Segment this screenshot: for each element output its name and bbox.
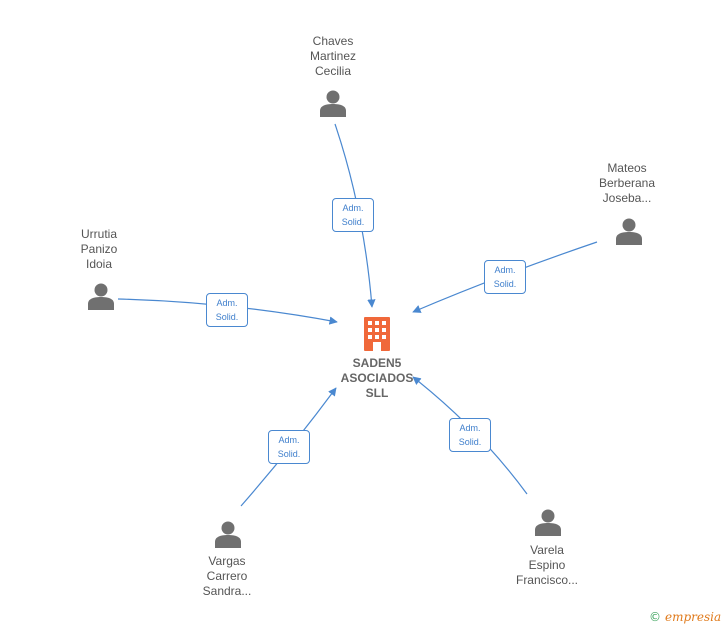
edge-label-line: Solid. [215,312,239,322]
company-name-line-2: ASOCIADOS [340,371,414,385]
person-varela-icon[interactable] [534,508,562,536]
person-varela-name[interactable]: Varela Espino Francisco... [492,543,602,588]
name-line: Martinez [309,49,356,63]
person-chaves-name[interactable]: Chaves Martinez Cecilia [278,34,388,79]
edge-label-mateos[interactable]: Adm. Solid. [484,260,526,294]
person-urrutia-name[interactable]: Urrutia Panizo Idoia [44,227,154,272]
name-line: Espino [528,558,566,572]
name-line: Panizo [80,242,118,256]
name-line: Idoia [85,257,113,271]
edge-label-line: Adm. [216,298,238,308]
name-line: Vargas [208,554,246,568]
edge-label-urrutia[interactable]: Adm. Solid. [206,293,248,327]
copyright-symbol: © [649,610,661,624]
person-vargas-name[interactable]: Vargas Carrero Sandra... [172,554,282,599]
name-line: Berberana [598,176,656,190]
edge-label-line: Solid. [458,437,482,447]
person-mateos-name[interactable]: Mateos Berberana Joseba... [572,161,682,206]
company-name-line-3: SLL [365,386,389,400]
name-line: Sandra... [202,584,252,598]
person-mateos-icon[interactable] [615,217,643,245]
name-line: Joseba... [602,191,652,205]
edge-label-chaves[interactable]: Adm. Solid. [332,198,374,232]
edge-label-line: Solid. [277,449,301,459]
company-name[interactable]: SADEN5 ASOCIADOS SLL [317,356,437,401]
person-vargas-icon[interactable] [214,520,242,548]
name-line: Urrutia [80,227,117,241]
company-building-icon[interactable] [362,317,392,351]
edge-label-line: Solid. [341,217,365,227]
name-line: Chaves [312,34,354,48]
person-urrutia-icon[interactable] [87,282,115,310]
brand-name: empresia [665,610,722,624]
company-name-line-1: SADEN5 [352,356,402,370]
name-line: Carrero [206,569,248,583]
edge-label-varela[interactable]: Adm. Solid. [449,418,491,452]
person-chaves-icon[interactable] [319,89,347,117]
edge-label-line: Solid. [493,279,517,289]
edge-label-line: Adm. [459,423,481,433]
name-line: Varela [530,543,564,557]
edge-label-line: Adm. [342,203,364,213]
edge-label-vargas[interactable]: Adm. Solid. [268,430,310,464]
edge-label-line: Adm. [494,265,516,275]
edge-label-line: Adm. [278,435,300,445]
empresia-logo[interactable]: © empresia [649,610,721,624]
name-line: Francisco... [515,573,578,587]
name-line: Cecilia [314,64,351,78]
name-line: Mateos [607,161,647,175]
